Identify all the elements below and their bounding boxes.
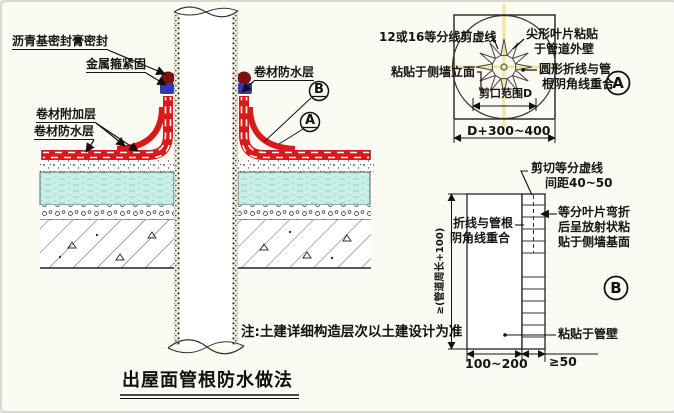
roof-layers-left (39, 160, 175, 269)
b-dim-right: ≥50 (549, 354, 577, 369)
b-label-blades-3: 贴于侧墙基面 (558, 235, 631, 249)
membrane-left (41, 96, 173, 160)
detail-a (446, 4, 631, 143)
fan-blades (475, 38, 533, 96)
title-underline (120, 394, 299, 399)
b-label-blades-2: 后呈放射状粘 (558, 220, 631, 234)
b-label-paste: 粘贴于管壁 (558, 327, 619, 341)
a-label-blades-1: 尖形叶片粘贴 (526, 27, 599, 41)
b-label-foldline-2: 阴角线重合 (450, 231, 511, 245)
label-clamp: 金属箍紧固 (86, 57, 147, 73)
membrane-right (239, 96, 371, 160)
b-label-foldline-1: 折线与管根 (453, 216, 514, 230)
roof-layers-right (237, 160, 374, 269)
a-label-foldline-2: 根阴角线重合 (542, 77, 615, 91)
drawing-title: 出屋面管根防水做法 (122, 370, 293, 391)
b-bubble-letter: B (610, 279, 622, 297)
a-label-divisions: 12或16等分线剪虚线 (379, 30, 497, 44)
a-label-sidewall: 粘贴于侧墙立面 (391, 65, 476, 79)
label-membrane-left: 卷材防水层 (34, 124, 95, 140)
section-leaders (85, 49, 255, 153)
a-bubble-letter: A (612, 74, 624, 92)
section-callouts (263, 80, 330, 145)
a-label-foldline-1: 圆形折线与管 (539, 62, 612, 76)
a-label-cut-range: 剪口范围D (479, 87, 533, 100)
callout-a-letter: A (304, 113, 316, 128)
a-label-blades-2: 于管道外壁 (534, 42, 595, 56)
a-dim-width: D+300~400 (467, 123, 551, 138)
callout-b-letter: B (314, 82, 324, 97)
b-dim-width: 100~200 (465, 356, 528, 371)
label-extra-layer: 卷材附加层 (36, 107, 97, 123)
detail-b (447, 170, 629, 362)
b-dim-height: ≥(管道周长+100) (435, 227, 446, 315)
pipe (167, 6, 245, 355)
label-membrane-right: 卷材防水层 (254, 65, 315, 81)
construction-note: 注:土建详细构造层次以土建设计为准 (241, 324, 463, 340)
label-sealant: 沥青基密封膏密封 (12, 34, 109, 50)
b-label-blades-1: 等分叶片弯折 (558, 205, 631, 219)
b-label-cut-1: 剪切等分虚线 (531, 161, 604, 175)
b-label-cut-2: 间距40~50 (545, 176, 613, 190)
